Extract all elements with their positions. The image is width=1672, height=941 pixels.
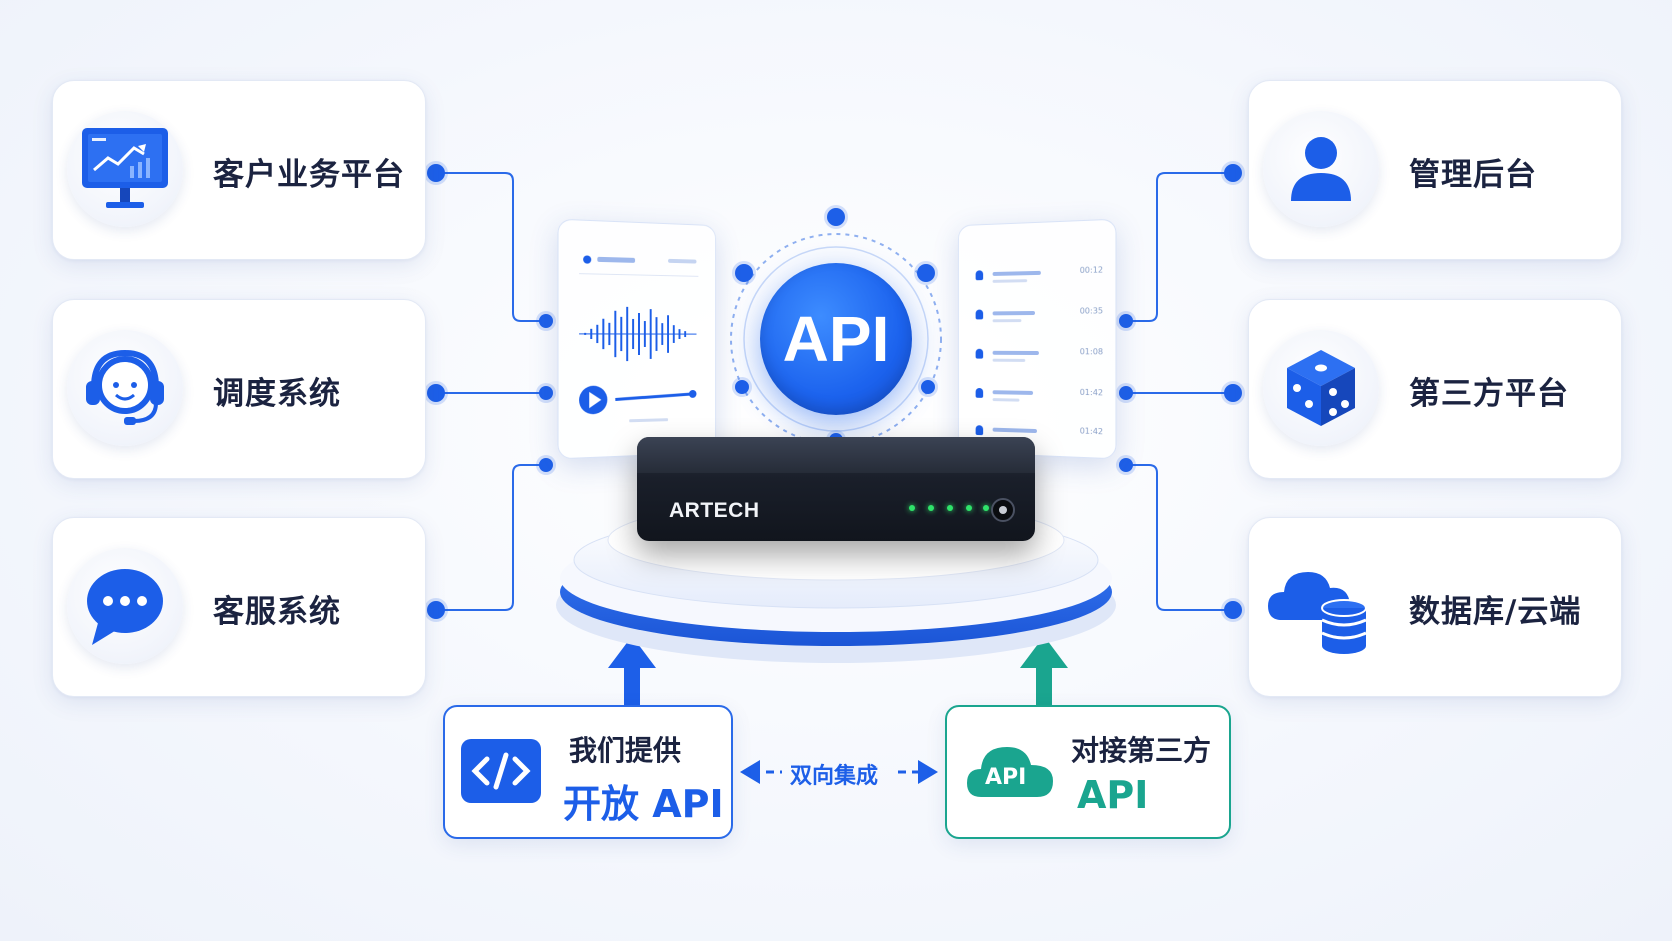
connector-dot — [1119, 314, 1133, 328]
log-row: 01:42 — [975, 384, 1104, 407]
card-label: 客户业务平台 — [213, 157, 405, 193]
headset-agent-icon — [86, 349, 164, 425]
card-label: 调度系统 — [213, 376, 341, 412]
log-bar — [992, 427, 1037, 434]
user-icon — [975, 387, 984, 398]
card-label: 数据库/云端 — [1409, 594, 1582, 630]
icon-holder — [1263, 111, 1379, 227]
audio-panel-content — [559, 255, 716, 423]
card-admin-backend: 管理后台 — [1248, 80, 1622, 260]
bidirectional-label: 双向集成 — [790, 764, 879, 789]
log-time: 00:35 — [1079, 306, 1104, 316]
api-core-label: API — [782, 303, 890, 375]
orbit-dot — [827, 208, 845, 226]
status-led — [966, 505, 972, 511]
connector-dot — [1119, 386, 1133, 400]
connector-dot — [1224, 164, 1242, 182]
icon-holder — [67, 548, 183, 664]
connector-dot — [1224, 601, 1242, 619]
card-label: 管理后台 — [1409, 157, 1537, 193]
orbit-dot — [917, 264, 935, 282]
monitor-chart-icon — [82, 128, 168, 208]
log-row: 00:12 — [975, 263, 1104, 286]
log-bar — [992, 350, 1039, 356]
card-label: 客服系统 — [213, 594, 341, 630]
device-top-surface — [637, 437, 1035, 473]
icon-holder — [67, 111, 183, 227]
card-customer-platform: 客户业务平台 — [52, 80, 426, 260]
icon-holder — [1263, 548, 1379, 664]
connector-dot — [427, 601, 445, 619]
connector-dot — [427, 164, 445, 182]
status-led — [947, 505, 953, 511]
orbit-dot — [735, 264, 753, 282]
connector-dot — [427, 384, 445, 402]
api-core-badge: API — [760, 263, 912, 415]
user-icon — [1291, 137, 1351, 201]
card-label: 第三方平台 — [1409, 376, 1569, 412]
status-led — [909, 505, 915, 511]
status-led — [983, 505, 989, 511]
connector-dot — [539, 458, 553, 472]
open-api-line1: 我们提供 — [569, 734, 682, 767]
user-icon — [975, 348, 984, 359]
log-bar — [992, 390, 1034, 395]
log-time: 01:42 — [1079, 387, 1104, 398]
log-time: 01:42 — [1079, 426, 1104, 437]
status-led — [928, 505, 934, 511]
log-bar — [992, 398, 1020, 402]
cloud-api-badge: API — [985, 765, 1027, 790]
log-bar — [992, 270, 1041, 276]
connector-dot — [539, 314, 553, 328]
audio-panel — [557, 218, 717, 460]
open-api-line2: 开放 API — [563, 782, 724, 826]
connector-dot — [1119, 458, 1133, 472]
artech-device: ARTECH — [637, 437, 1035, 541]
card-customer-service: 客服系统 — [52, 517, 426, 697]
user-icon — [975, 425, 984, 436]
card-database-cloud: 数据库/云端 — [1248, 517, 1622, 697]
power-port — [991, 498, 1015, 522]
user-icon — [975, 270, 984, 281]
cube-icon — [1287, 350, 1355, 426]
log-bar — [992, 319, 1022, 323]
log-time: 00:12 — [1079, 265, 1104, 276]
icon-holder — [1263, 330, 1379, 446]
log-panel: 00:12 00:35 01:08 01:42 01:42 — [957, 218, 1117, 460]
open-api-box: 我们提供 开放 API — [443, 705, 733, 839]
card-third-party-platform: 第三方平台 — [1248, 299, 1622, 479]
third-party-line2: API — [1077, 773, 1149, 817]
third-party-line1: 对接第三方 — [1071, 734, 1212, 767]
chat-bubble-icon — [87, 569, 163, 645]
log-row: 01:08 — [975, 345, 1104, 366]
log-bar — [992, 311, 1035, 316]
cloud-database-icon — [1268, 572, 1367, 654]
connector-dot — [1224, 384, 1242, 402]
log-bar — [992, 358, 1026, 362]
orbit-dot — [921, 380, 935, 394]
orbit-dot — [735, 380, 749, 394]
connector-dot — [539, 386, 553, 400]
log-time: 01:08 — [1079, 347, 1104, 357]
code-icon — [461, 739, 541, 803]
user-icon — [975, 309, 984, 320]
waveform — [579, 306, 696, 361]
cloud-api-icon: API — [965, 739, 1057, 801]
icon-holder — [67, 330, 183, 446]
log-bar — [992, 279, 1028, 283]
log-row: 00:35 — [975, 304, 1104, 325]
third-party-api-box: API 对接第三方 API — [945, 705, 1231, 839]
card-dispatch-system: 调度系统 — [52, 299, 426, 479]
device-brand: ARTECH — [669, 499, 760, 522]
